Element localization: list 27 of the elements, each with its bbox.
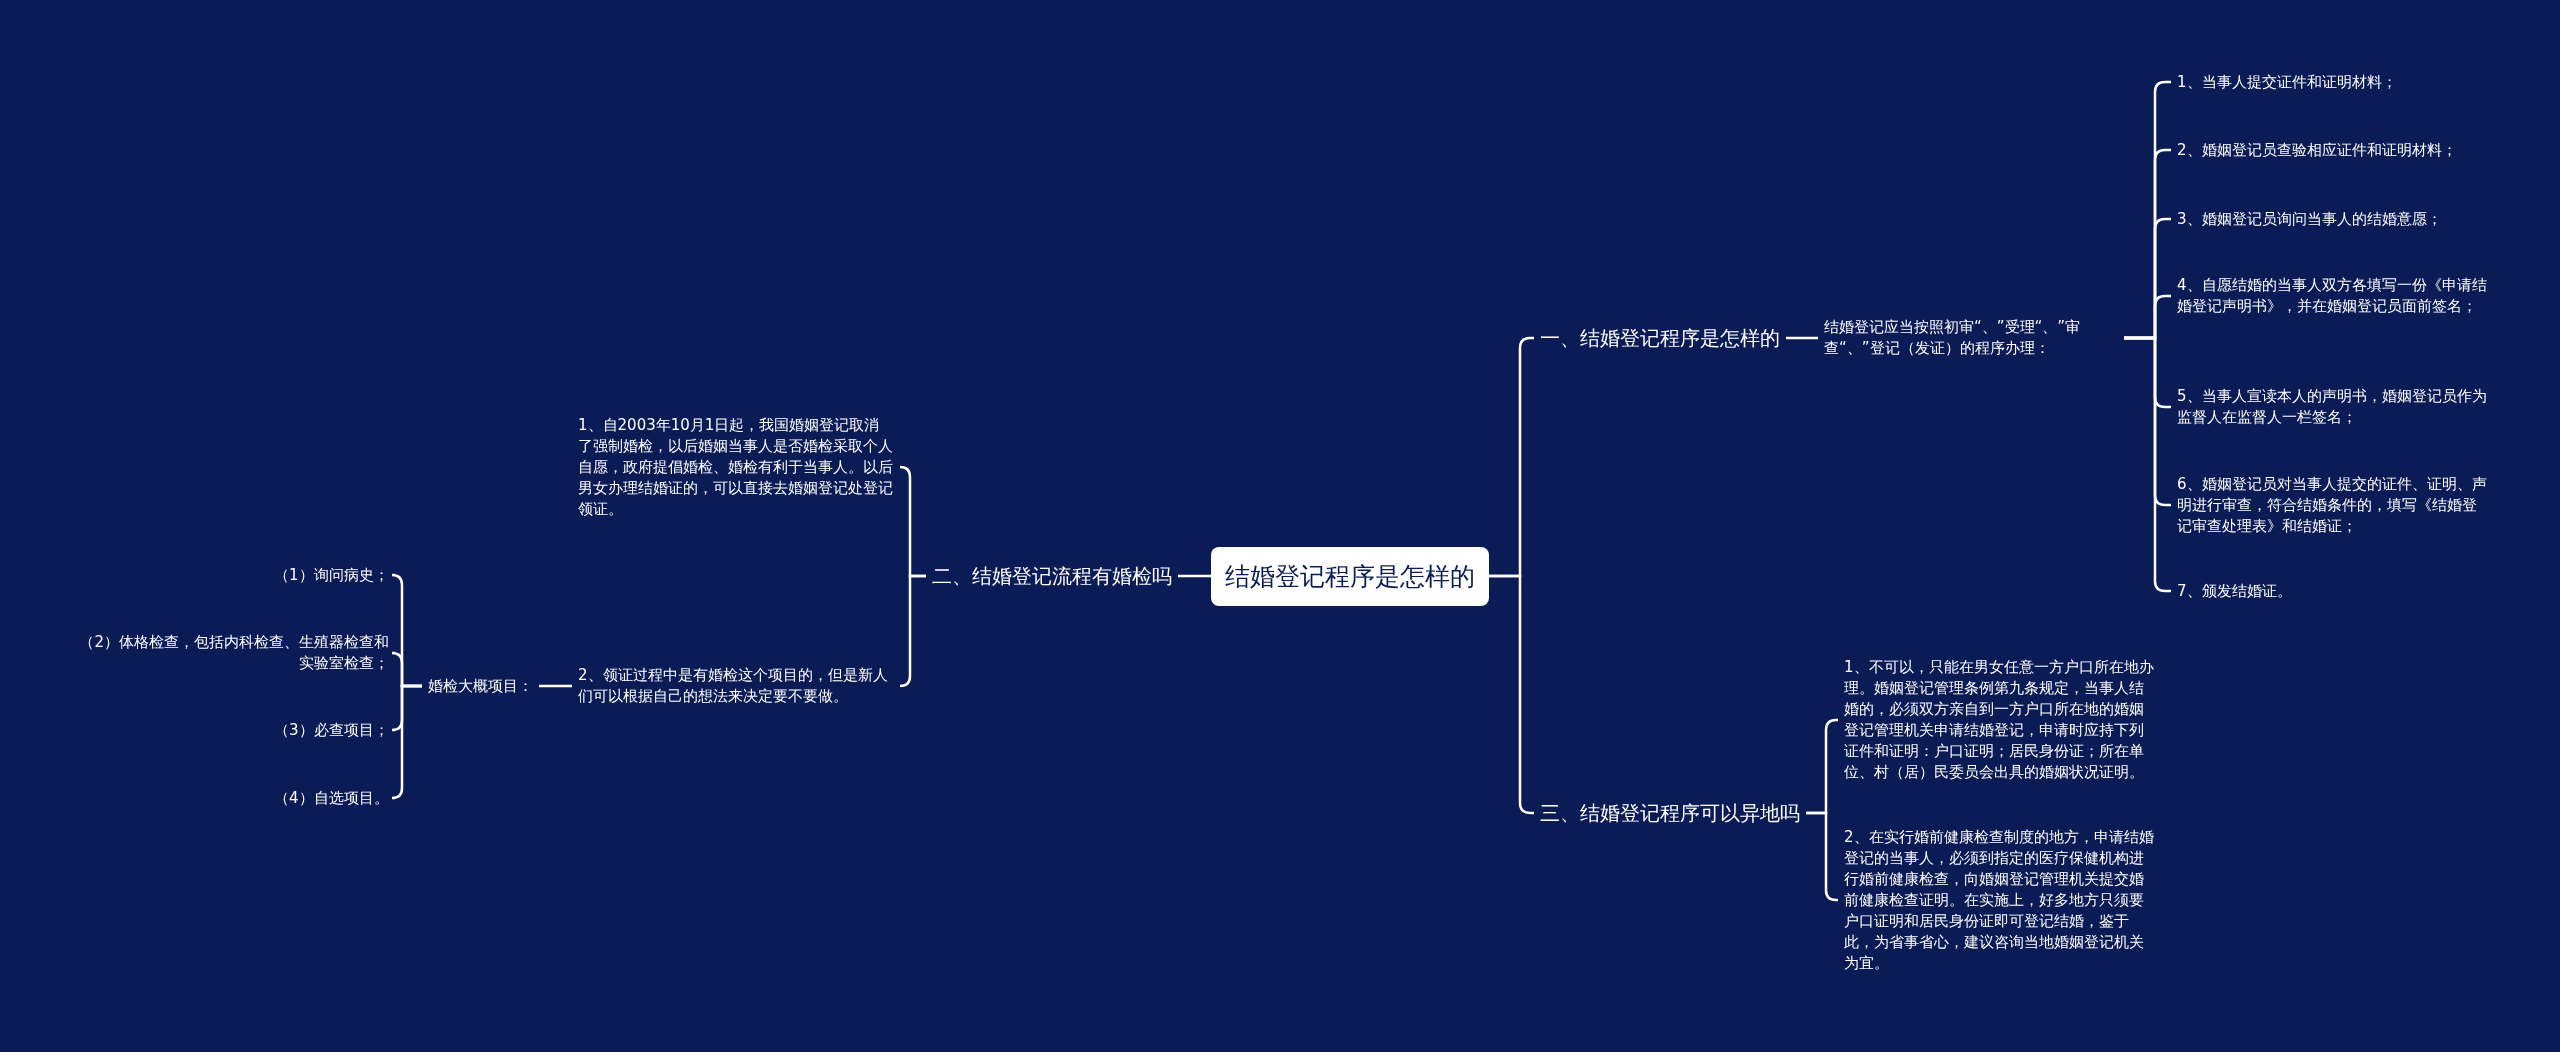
branch-topic: 三、结婚登记程序可以异地吗 <box>1534 799 1806 827</box>
topic-text: （3）必查项目； <box>268 719 395 741</box>
branch-topic: 一、结婚登记程序是怎样的 <box>1534 324 1786 352</box>
topic-text: 结婚登记应当按照初审“、”受理“、”审查“、”登记（发证）的程序办理： <box>1818 317 2124 359</box>
topic-text: 2、婚姻登记员查验相应证件和证明材料； <box>2171 139 2463 161</box>
connector-line <box>1786 336 1818 340</box>
topic-text: 4、自愿结婚的当事人双方各填写一份《申请结婚登记声明书》，并在婚姻登记员面前签名； <box>2171 275 2497 317</box>
topic-text: 婚检大概项目： <box>422 675 539 697</box>
branch-topic: 二、结婚登记流程有婚检吗 <box>926 562 1178 590</box>
connector-line <box>1806 811 1838 902</box>
topic-text: 1、不可以，只能在男女任意一方户口所在地办理。婚姻登记管理条例第九条规定，当事人结婚的，必须双方亲自到一方户口所在地的婚姻登记管理机关申请结婚登记，申请时应持下列证件和证明：户口证明；居民身份证；所在单位、村（居）民委员会出具的婚姻状况证明。 <box>1838 657 2164 783</box>
topic-text: 2、领证过程中是有婚检这个项目的，但是新人们可以根据自己的想法来决定要不要做。 <box>572 665 900 707</box>
connector-line <box>898 574 926 688</box>
topic-text: 6、婚姻登记员对当事人提交的证件、证明、声明进行审查，符合结婚条件的，填写《结婚登记审查处理表》和结婚证； <box>2171 473 2497 537</box>
central-topic-box: 结婚登记程序是怎样的 <box>1211 546 1489 606</box>
topic-text: 3、婚姻登记员询问当事人的结婚意愿； <box>2171 208 2448 230</box>
topic-text: 1、当事人提交证件和证明材料； <box>2171 71 2403 93</box>
topic-text: （2）体格检查，包括内科检查、生殖器检查和实验室检查； <box>65 632 395 674</box>
topic-text: 2、在实行婚前健康检查制度的地方，申请结婚登记的当事人，必须到指定的医疗保健机构进行婚前健康检查，向婚姻登记管理机关提交婚前健康检查证明。在实施上，好多地方只须要户口证明和居民身份证即可登记结婚，鉴于此，为省事省心，建议咨询当地婚姻登记机关为宜。 <box>1838 826 2164 974</box>
topic-text: 1、自2003年10月1日起，我国婚姻登记取消了强制婚检，以后婚姻当事人是否婚检采取个人自愿，政府提倡婚检、婚检有利于当事人。以后男女办理结婚证的，可以直接去婚姻登记处登记领证。 <box>572 414 900 520</box>
topic-text: （1）询问病史； <box>268 564 395 586</box>
connector-line <box>1178 574 1211 578</box>
topic-text: 7、颁发结婚证。 <box>2171 580 2298 602</box>
connector-line <box>539 684 572 688</box>
topic-text: 5、当事人宣读本人的声明书，婚姻登记员作为监督人在监督人一栏签名； <box>2171 386 2497 428</box>
connector-line <box>390 684 422 800</box>
topic-text: （4）自选项目。 <box>268 787 395 809</box>
